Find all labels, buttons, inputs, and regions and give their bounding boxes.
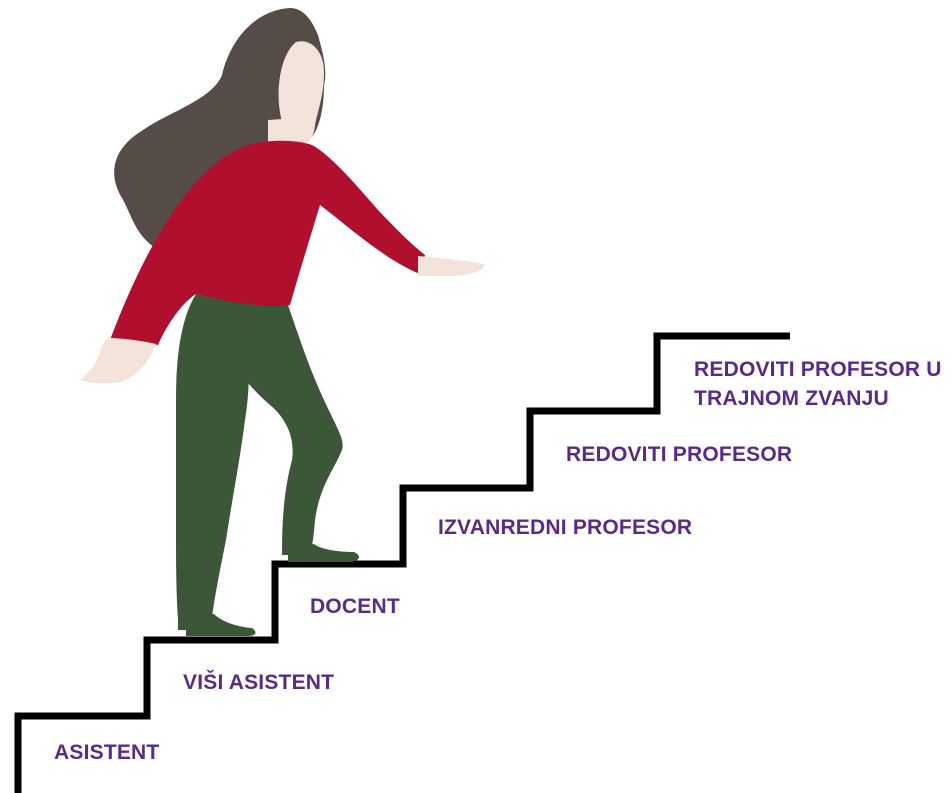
- right-hand-shape: [418, 256, 484, 276]
- step-label-line: ASISTENT: [54, 738, 159, 767]
- step-label-visi-asistent: VIŠI ASISTENT: [183, 668, 334, 697]
- woman-figure: [80, 8, 484, 636]
- step-label-line: VIŠI ASISTENT: [183, 668, 334, 697]
- step-label-redoviti-profesor-trajno: REDOVITI PROFESOR U TRAJNOM ZVANJU: [694, 355, 942, 413]
- front-boot-shape: [178, 614, 255, 636]
- step-label-line: TRAJNOM ZVANJU: [694, 384, 942, 413]
- left-hand-shape: [80, 338, 156, 383]
- step-label-asistent: ASISTENT: [54, 738, 159, 767]
- step-label-line: REDOVITI PROFESOR: [566, 440, 792, 469]
- staircase-line: [18, 336, 790, 793]
- step-label-redoviti-profesor: REDOVITI PROFESOR: [566, 440, 792, 469]
- step-label-line: IZVANREDNI PROFESOR: [438, 513, 692, 542]
- step-label-izvanredni-profesor: IZVANREDNI PROFESOR: [438, 513, 692, 542]
- step-label-line: REDOVITI PROFESOR U: [694, 355, 942, 384]
- back-boot-shape: [282, 544, 359, 562]
- front-leg-shape: [176, 294, 249, 620]
- step-label-docent: DOCENT: [310, 592, 400, 621]
- step-label-line: DOCENT: [310, 592, 400, 621]
